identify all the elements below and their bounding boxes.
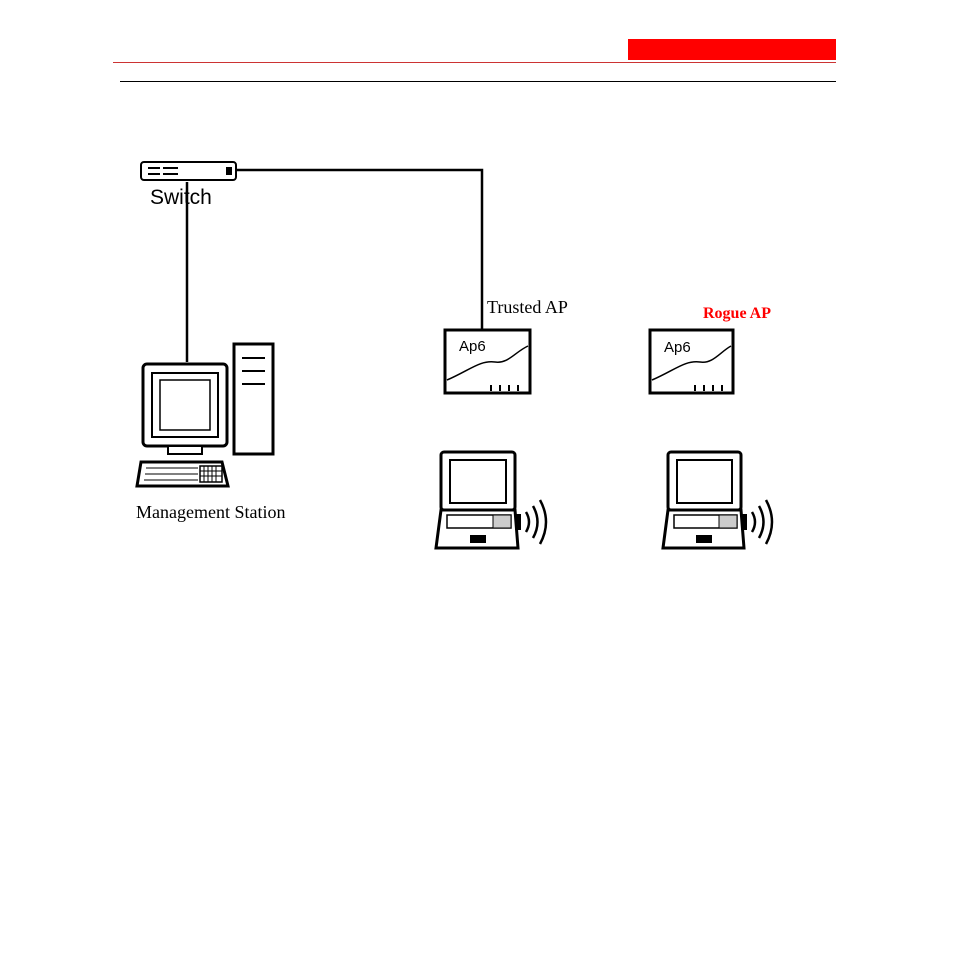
access-point-icon <box>445 330 530 393</box>
wireless-laptop-icon <box>436 452 546 548</box>
network-switch-icon <box>141 162 236 180</box>
switch-label: Switch <box>150 186 212 209</box>
management-station-label: Management Station <box>136 502 285 522</box>
connection-lines <box>187 170 482 362</box>
rogue-ap-label: Rogue AP <box>703 305 771 322</box>
wireless-laptop-icon <box>663 452 772 548</box>
switch-to-trusted-ap-link <box>232 170 482 332</box>
trusted-ap-device-text: Ap6 <box>459 338 486 355</box>
access-point-icon <box>650 330 733 393</box>
desktop-computer-icon <box>137 344 273 486</box>
rogue-ap-device-text: Ap6 <box>664 339 691 356</box>
trusted-ap-label: Trusted AP <box>487 297 568 317</box>
